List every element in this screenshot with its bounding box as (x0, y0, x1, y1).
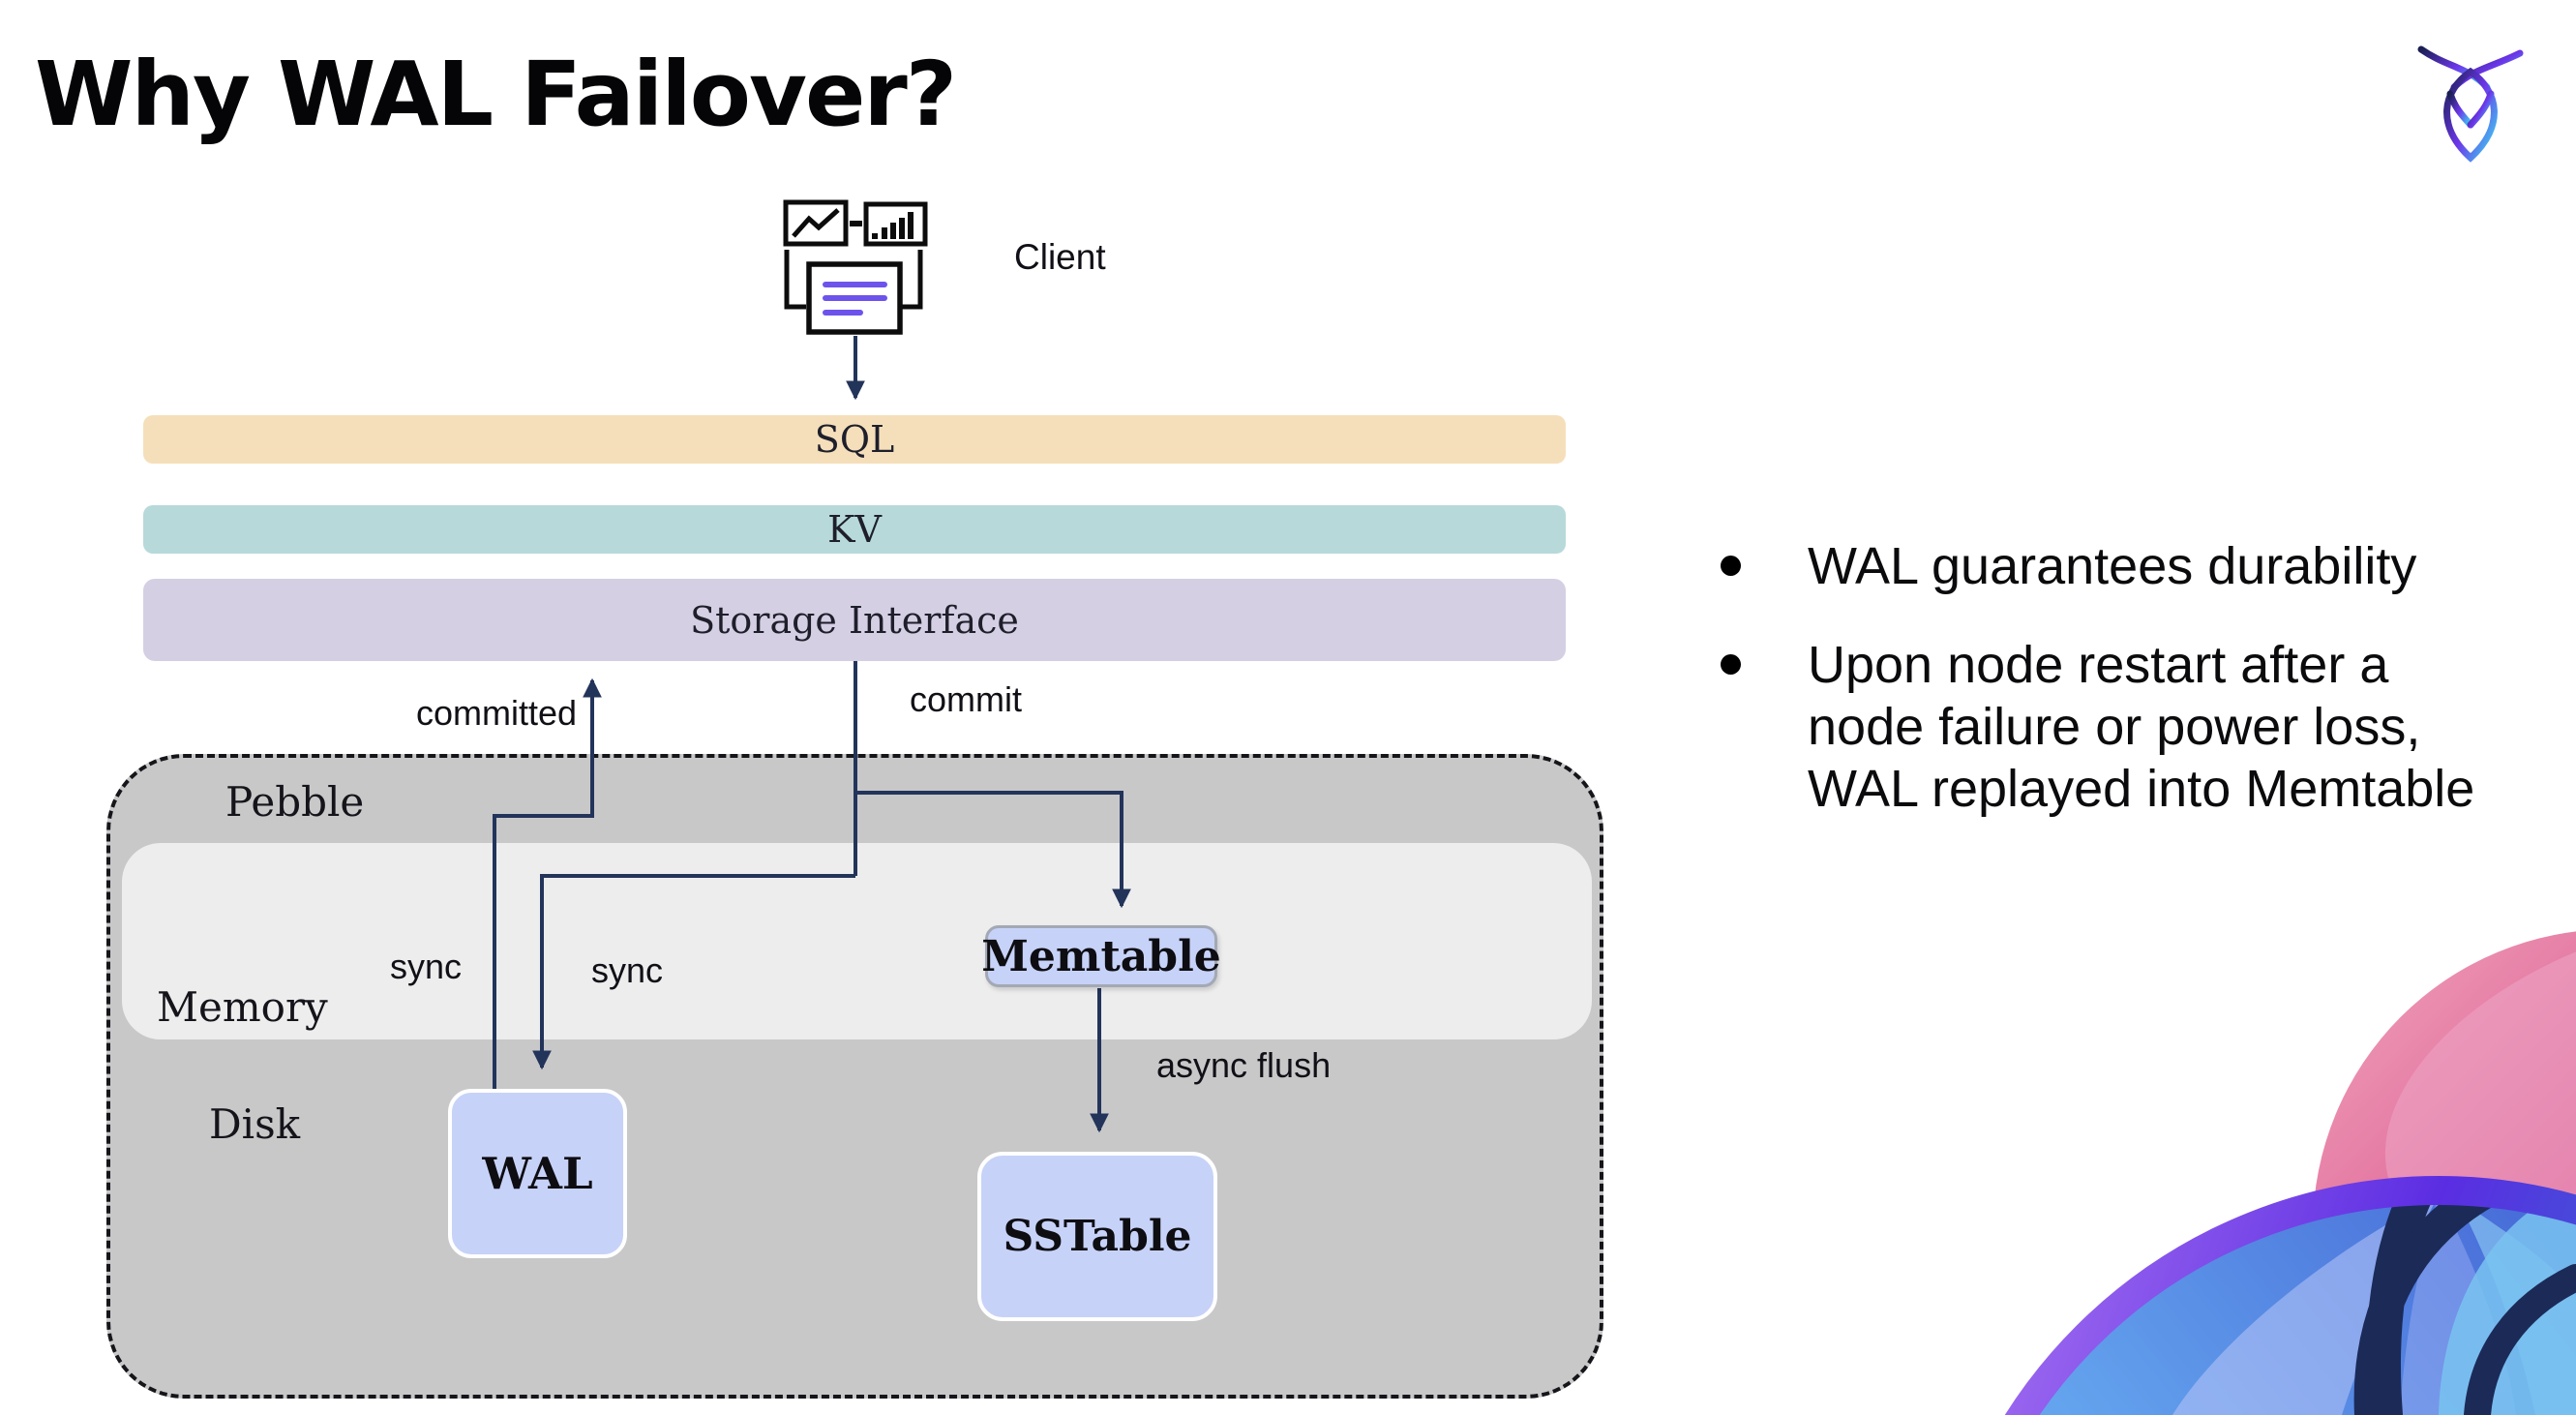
memory-label: Memory (157, 983, 328, 1031)
bullet-dot (1721, 556, 1741, 576)
edge-label-sync-commit: sync (590, 950, 664, 990)
node-sstable: SSTable (977, 1152, 1217, 1321)
layer-sql: SQL (143, 415, 1566, 464)
node-sstable-label: SSTable (1003, 1212, 1192, 1261)
node-wal-label: WAL (482, 1148, 593, 1199)
layer-storage-label: Storage Interface (690, 598, 1019, 642)
bullet-dot (1721, 654, 1741, 675)
bullet-text: Upon node restart after a node failure o… (1808, 634, 2474, 820)
node-memtable: Memtable (981, 925, 1221, 987)
bullet-item: WAL guarantees durability (1684, 535, 2516, 597)
bullet-list: WAL guarantees durability Upon node rest… (1684, 535, 2516, 820)
layer-sql-label: SQL (814, 418, 895, 461)
edge-label-committed: committed (415, 693, 577, 733)
memory-band (122, 843, 1592, 1039)
bullet-line: Upon node restart after a (1808, 636, 2389, 694)
bullet-item: Upon node restart after a node failure o… (1684, 634, 2516, 820)
edge-label-async-flush: async flush (1156, 1045, 1332, 1085)
slide-title: Why WAL Failover? (35, 43, 957, 146)
layer-kv-label: KV (827, 508, 882, 551)
layer-kv: KV (143, 505, 1566, 554)
pebble-label: Pebble (225, 778, 365, 826)
client-icon (783, 199, 928, 335)
node-wal: WAL (448, 1089, 627, 1258)
bullet-text: WAL guarantees durability (1808, 535, 2416, 597)
node-memtable-label: Memtable (981, 931, 1221, 981)
disk-label: Disk (209, 1100, 301, 1148)
bullet-line: WAL replayed into Memtable (1808, 760, 2475, 818)
edge-label-sync-wal: sync (389, 947, 463, 986)
cockroachdb-logo-icon (2417, 45, 2524, 163)
edge-label-commit: commit (910, 679, 1022, 719)
client-label: Client (1014, 237, 1106, 277)
bullet-line: WAL guarantees durability (1808, 537, 2417, 595)
layer-storage-interface: Storage Interface (143, 579, 1566, 661)
bullet-line: node failure or power loss, (1808, 698, 2421, 756)
